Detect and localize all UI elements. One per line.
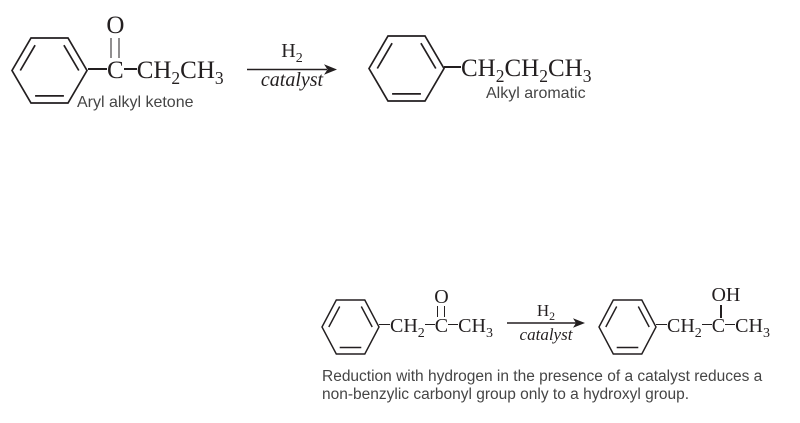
figure-caption: Reduction with hydrogen in the presence … xyxy=(322,368,762,404)
arrow-condition-below: catalyst xyxy=(260,69,324,91)
subscript: 3 xyxy=(214,68,224,89)
ring-double-bonds xyxy=(19,44,80,97)
ch-text: CH xyxy=(458,315,486,337)
reaction-arrow-icon xyxy=(507,318,585,328)
ring-outline xyxy=(598,299,657,355)
caption-line-2: non-benzylic carbonyl group only to a hy… xyxy=(322,386,690,403)
ring-outline xyxy=(11,37,88,104)
ring-carbon-bond xyxy=(379,323,390,326)
ring-outline xyxy=(321,299,380,355)
h2-text: H xyxy=(281,40,296,62)
carbon-carbon-bond xyxy=(701,323,712,326)
ch-text: CH xyxy=(136,57,172,84)
ring-double-bonds xyxy=(605,306,650,349)
carbonyl-carbon: C xyxy=(107,57,124,84)
carbinol-carbon: C xyxy=(711,315,726,337)
arrow-condition-above: H2 xyxy=(506,301,586,322)
subscript: 2 xyxy=(495,66,505,87)
hydroxyl-group: OH xyxy=(711,284,741,306)
subscript: 2 xyxy=(694,325,702,341)
reaction-arrow-icon xyxy=(247,64,337,75)
carbon-carbon-bond xyxy=(448,323,459,326)
arrow-head xyxy=(324,64,337,75)
ethyl-group: CH2CH3 xyxy=(136,57,224,87)
subscript: 3 xyxy=(485,325,493,341)
propyl-group: CH2CH2CH3 xyxy=(461,55,591,85)
carbon-carbon-bond xyxy=(123,67,137,70)
subscript: 2 xyxy=(549,309,556,324)
benzylic-group: CH2 xyxy=(667,315,702,340)
subscript: 3 xyxy=(762,325,770,341)
ch-text: CH xyxy=(547,55,583,82)
subscript: 2 xyxy=(171,68,181,89)
subscript: 2 xyxy=(295,50,303,66)
ring-outline xyxy=(368,35,445,102)
methyl-group: CH3 xyxy=(735,315,770,340)
ring-carbon-bond xyxy=(444,65,461,68)
ch-text: CH xyxy=(461,55,496,82)
subscript: 3 xyxy=(582,66,592,87)
subscript: 2 xyxy=(539,66,548,87)
ring-carbon-bond xyxy=(656,323,667,326)
carbinol-group: OH C xyxy=(711,285,740,337)
h2-text: H xyxy=(536,301,550,320)
ring-double-bonds xyxy=(376,42,437,95)
ring-carbon-bond xyxy=(88,67,107,70)
c-oh-bond xyxy=(720,305,722,318)
caption-line-1: Reduction with hydrogen in the presence … xyxy=(322,368,763,385)
ch-text: CH xyxy=(667,315,695,337)
benzene-ring xyxy=(321,299,380,355)
arrow-condition-above: H2 xyxy=(246,40,338,65)
arrow-head xyxy=(573,318,585,328)
carbonyl-double-bond-icon xyxy=(110,38,120,58)
ch-text: CH xyxy=(180,57,215,84)
carbonyl-double-bond-icon xyxy=(437,306,446,317)
carbonyl-oxygen: O xyxy=(106,12,125,39)
ch-text: CH xyxy=(735,315,763,337)
methyl-group: CH3 xyxy=(458,315,493,340)
benzylic-group: CH2 xyxy=(390,315,425,340)
product-label: Alkyl aromatic xyxy=(486,85,586,102)
benzene-ring xyxy=(368,35,445,102)
subscript: 2 xyxy=(417,325,425,341)
ch-text: CH xyxy=(504,55,540,82)
reactant-label: Aryl alkyl ketone xyxy=(77,94,194,111)
alkyl-aromatic-formula: CH2CH2CH3 xyxy=(444,55,591,85)
arrow-condition-below: catalyst xyxy=(519,325,573,344)
carbon-carbon-bond xyxy=(424,323,435,326)
carbonyl-oxygen: O xyxy=(434,286,449,308)
benzene-ring xyxy=(11,37,88,104)
ring-double-bonds xyxy=(328,306,373,349)
ch-text: CH xyxy=(390,315,418,337)
carbon-carbon-bond xyxy=(725,323,736,326)
carbonyl-carbon: C xyxy=(434,315,449,337)
benzene-ring xyxy=(598,299,657,355)
